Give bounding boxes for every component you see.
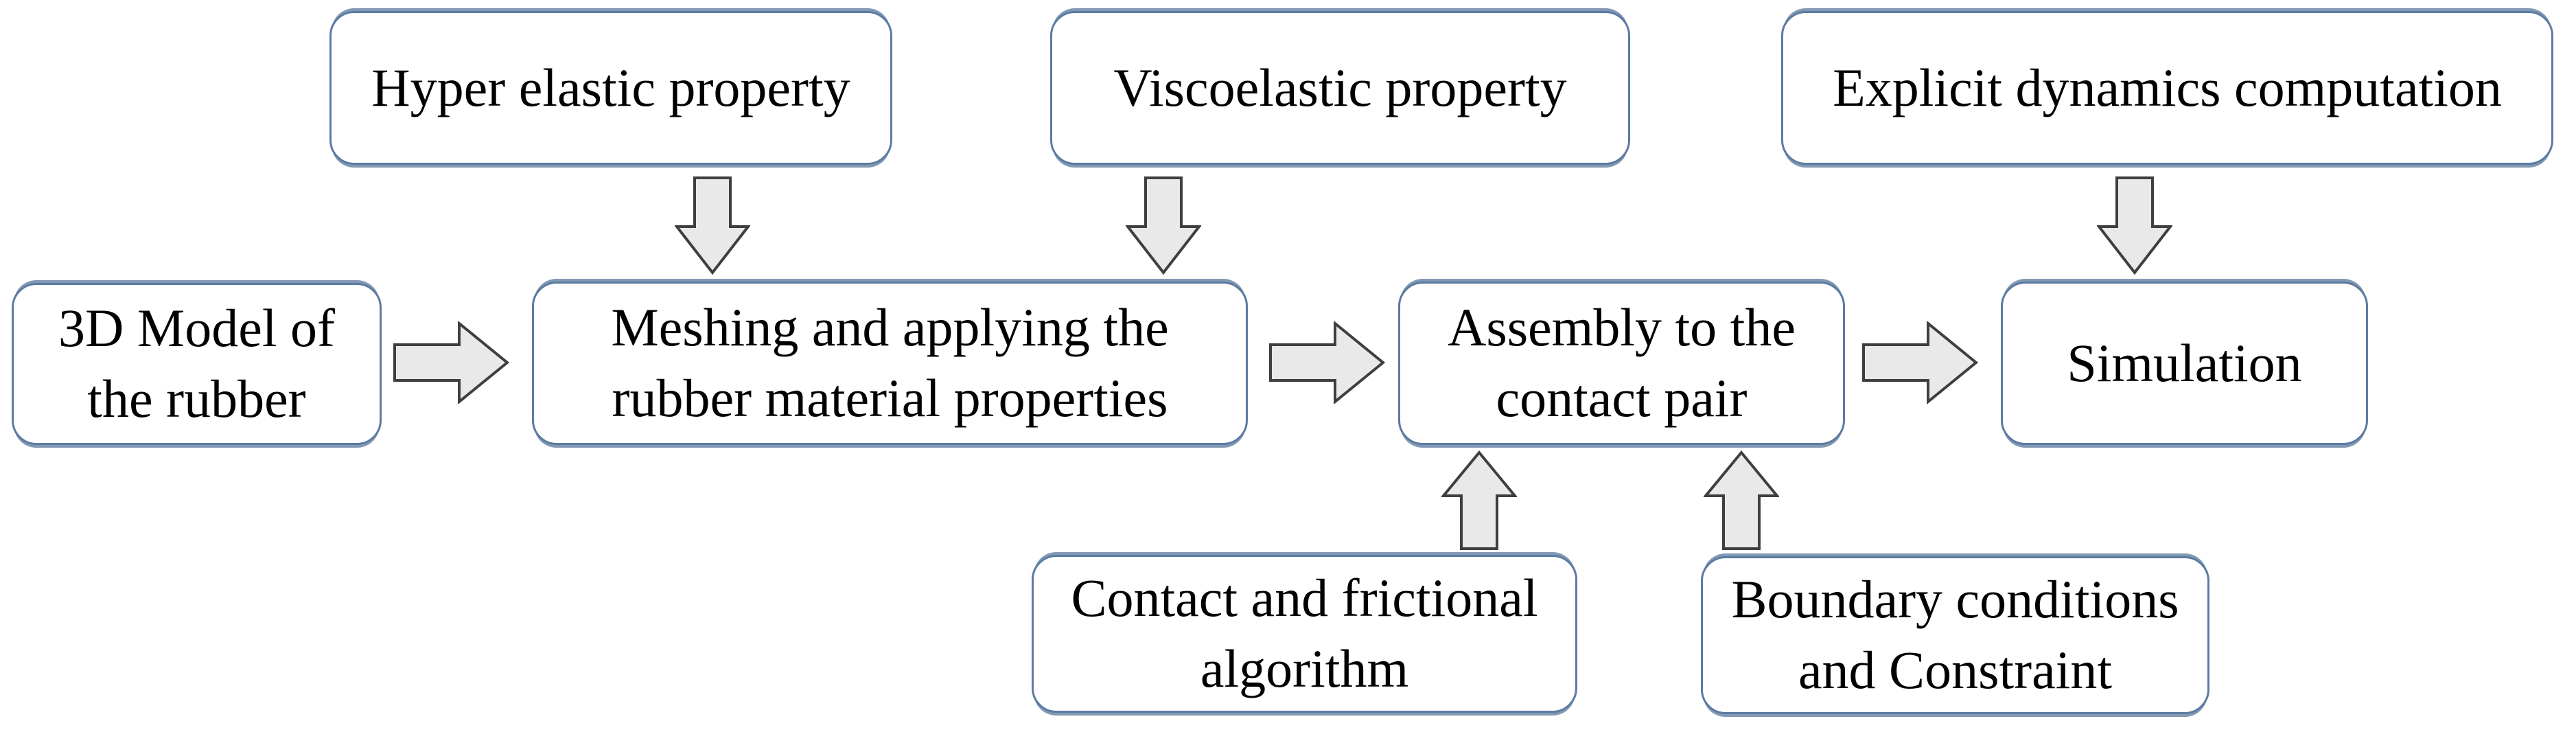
node-explicit-dynamics-computation: Explicit dynamics computation (1781, 11, 2553, 165)
arrow-hyper-elastic-to-meshing (675, 176, 750, 275)
arrow-viscoelastic-to-meshing (1126, 176, 1201, 275)
down-arrow-shape (675, 176, 750, 275)
up-arrow-shape (1704, 450, 1779, 550)
node-label: Viscoelastic property (1113, 57, 1567, 117)
arrow-meshing-to-assembly (1269, 321, 1385, 404)
arrow-3d-model-to-meshing (393, 321, 509, 404)
arrow-explicit-dynamics-to-simulation (2097, 176, 2172, 275)
node-label: Boundary conditions and Constraint (1731, 569, 2179, 700)
node-label: Simulation (2067, 332, 2302, 393)
node-label: Contact and frictional algorithm (1071, 568, 1538, 698)
arrow-boundary-constraint-to-assembly (1704, 450, 1779, 550)
down-arrow-shape (1126, 176, 1201, 275)
node-viscoelastic-property: Viscoelastic property (1050, 11, 1630, 165)
node-meshing-and-applying-properties: Meshing and applying the rubber material… (532, 282, 1248, 445)
right-arrow-shape (393, 321, 509, 404)
node-label: Assembly to the contact pair (1448, 297, 1796, 428)
up-arrow-shape (1441, 450, 1517, 550)
right-arrow-shape (1862, 321, 1978, 404)
node-3d-model-of-the-rubber: 3D Model of the rubber (12, 283, 382, 445)
node-label: Meshing and applying the rubber material… (611, 297, 1169, 428)
node-label: Hyper elastic property (371, 57, 850, 117)
node-boundary-conditions-and-constraint: Boundary conditions and Constraint (1701, 556, 2209, 714)
node-hyper-elastic-property: Hyper elastic property (329, 11, 892, 165)
node-label: 3D Model of the rubber (58, 298, 335, 428)
arrow-contact-frictional-to-assembly (1441, 450, 1517, 550)
node-label: Explicit dynamics computation (1833, 57, 2502, 117)
node-contact-and-frictional-algorithm: Contact and frictional algorithm (1032, 555, 1577, 713)
right-arrow-shape (1269, 321, 1385, 404)
node-assembly-to-contact-pair: Assembly to the contact pair (1398, 282, 1845, 445)
arrow-assembly-to-simulation (1862, 321, 1978, 404)
down-arrow-shape (2097, 176, 2172, 275)
node-simulation: Simulation (2001, 282, 2368, 445)
